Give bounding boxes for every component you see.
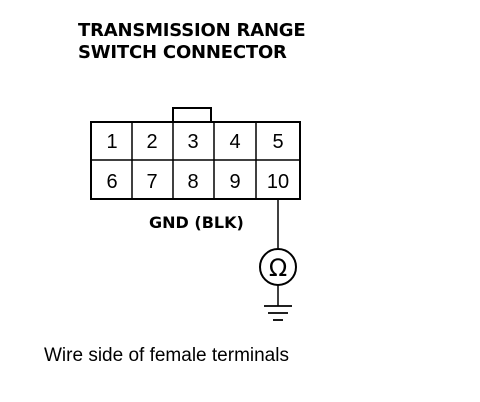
pin-6-label: 6 [106, 171, 117, 193]
diagram-title: TRANSMISSION RANGE SWITCH CONNECTOR [78, 20, 306, 64]
pin-7-label: 7 [146, 171, 157, 193]
ground-symbol-icon [264, 305, 292, 321]
pin-9-label: 9 [229, 171, 240, 193]
connector-locking-tab [172, 107, 212, 123]
title-line-1: TRANSMISSION RANGE [78, 20, 306, 41]
pin-labels-top-row: 1 2 3 4 5 [106, 131, 283, 153]
ohm-symbol: Ω [269, 254, 287, 282]
connector-grid [91, 122, 300, 199]
pin-5-label: 5 [272, 131, 283, 153]
pin-1-label: 1 [106, 131, 117, 153]
pin-8-label: 8 [187, 171, 198, 193]
pin-10-label: 10 [267, 171, 289, 193]
pin-3-label: 3 [187, 131, 198, 153]
pin-4-label: 4 [229, 131, 240, 153]
ground-wire-label: GND (BLK) [149, 213, 244, 232]
pin-2-label: 2 [146, 131, 157, 153]
title-line-2: SWITCH CONNECTOR [78, 42, 287, 63]
pin-labels-bottom-row: 6 7 8 9 10 [106, 171, 289, 193]
diagram-caption: Wire side of female terminals [44, 345, 289, 366]
